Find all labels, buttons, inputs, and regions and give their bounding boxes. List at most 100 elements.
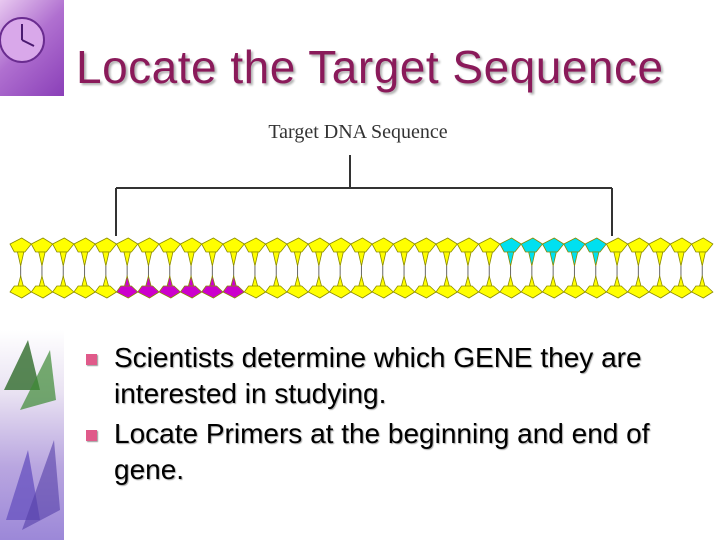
bullet-text: Scientists determine which GENE they are… (114, 342, 642, 409)
diagram-label: Target DNA Sequence (268, 121, 447, 143)
top-base (528, 251, 536, 267)
top-strand-unit (265, 237, 288, 253)
top-base (698, 251, 706, 267)
top-base (144, 251, 153, 267)
top-base (379, 251, 387, 267)
top-strand-unit (30, 237, 54, 253)
bottom-strand-unit (307, 285, 331, 299)
bottom-strand-unit (9, 285, 32, 299)
top-strand-unit (648, 237, 671, 253)
top-base (59, 251, 67, 267)
top-base (315, 251, 323, 267)
slide-title: Locate the Target Sequence (76, 41, 664, 93)
clock-image (0, 0, 64, 96)
bottom-strand-unit (73, 285, 96, 299)
top-strand-unit (158, 237, 181, 253)
bottom-strand-unit (435, 285, 458, 299)
top-base (272, 251, 280, 267)
top-base (485, 251, 493, 267)
bottom-strand-unit (414, 285, 437, 299)
top-strand-unit (179, 237, 203, 253)
top-base (442, 251, 451, 267)
top-strand-unit (669, 237, 693, 253)
bottom-strand-unit (179, 285, 203, 299)
top-strand-unit (392, 237, 416, 253)
top-base (677, 251, 685, 267)
bullet-text: Locate Primers at the beginning and end … (114, 418, 650, 485)
top-base (592, 251, 600, 267)
top-base (400, 251, 408, 267)
top-base (187, 251, 195, 267)
bottom-strand-unit (52, 285, 75, 299)
top-base (80, 251, 89, 267)
bottom-strand-unit (456, 285, 480, 299)
top-strand-unit (414, 237, 437, 253)
top-strand-unit (94, 237, 118, 253)
top-strand-unit (9, 237, 32, 253)
decorative-leaves-image (0, 330, 64, 540)
top-strand-unit (584, 237, 607, 253)
bottom-strand-unit (605, 285, 629, 299)
top-strand-unit (201, 237, 224, 253)
top-strand-unit (115, 237, 139, 253)
bottom-strand-unit (371, 285, 395, 299)
top-strand-unit (52, 237, 75, 253)
top-base (464, 251, 472, 267)
top-base (421, 251, 430, 267)
bullet-item-primers: Locate Primers at the beginning and end … (84, 416, 704, 488)
top-base (336, 251, 344, 267)
bullet-marker (86, 430, 97, 441)
top-base (166, 251, 174, 267)
top-base (229, 251, 238, 267)
top-base (102, 251, 110, 267)
bullet-marker (86, 354, 97, 365)
top-base (251, 251, 259, 267)
top-strand-unit (520, 237, 544, 253)
top-base (549, 251, 557, 267)
top-strand-unit (456, 237, 480, 253)
bottom-strand-unit (201, 285, 224, 299)
bottom-strand-unit (627, 285, 650, 299)
top-strand-unit (563, 237, 586, 253)
top-base (634, 251, 643, 267)
top-strand-unit (691, 237, 714, 253)
top-strand-unit (541, 237, 565, 253)
bottom-strand-unit (669, 285, 693, 299)
decorative-sidebar (0, 0, 64, 540)
bullet-list: Scientists determine which GENE they are… (84, 340, 704, 492)
bottom-strand-unit (158, 285, 182, 299)
top-strand-unit (371, 237, 394, 253)
bottom-strand-unit (265, 285, 288, 299)
top-strand-unit (137, 237, 160, 253)
bottom-strand-unit (520, 285, 544, 299)
top-strand-unit (350, 237, 373, 253)
bottom-strand-unit (94, 285, 118, 299)
top-base (357, 251, 366, 267)
bottom-strand-unit (478, 285, 501, 299)
dna-double-strand (9, 237, 714, 299)
bottom-strand-unit (392, 285, 416, 299)
bottom-strand-unit (243, 285, 267, 299)
bottom-strand-unit (499, 285, 522, 299)
bottom-strand-unit (115, 285, 139, 299)
top-strand-unit (499, 237, 522, 253)
bottom-strand-unit (691, 285, 714, 299)
top-strand-unit (605, 237, 629, 253)
bottom-strand-unit (648, 285, 671, 299)
bottom-strand-unit (350, 285, 373, 299)
bottom-strand-unit (584, 285, 608, 299)
top-base (208, 251, 217, 267)
bottom-strand-unit (222, 285, 245, 299)
top-strand-unit (243, 237, 267, 253)
top-strand-unit (286, 237, 309, 253)
bottom-strand-unit (30, 285, 54, 299)
top-strand-unit (435, 237, 458, 253)
top-base (293, 251, 302, 267)
top-base (506, 251, 515, 267)
bottom-strand-unit (541, 285, 565, 299)
top-base (38, 251, 46, 267)
top-strand-unit (627, 237, 650, 253)
top-strand-unit (222, 237, 245, 253)
top-base (570, 251, 579, 267)
top-strand-unit (478, 237, 501, 253)
